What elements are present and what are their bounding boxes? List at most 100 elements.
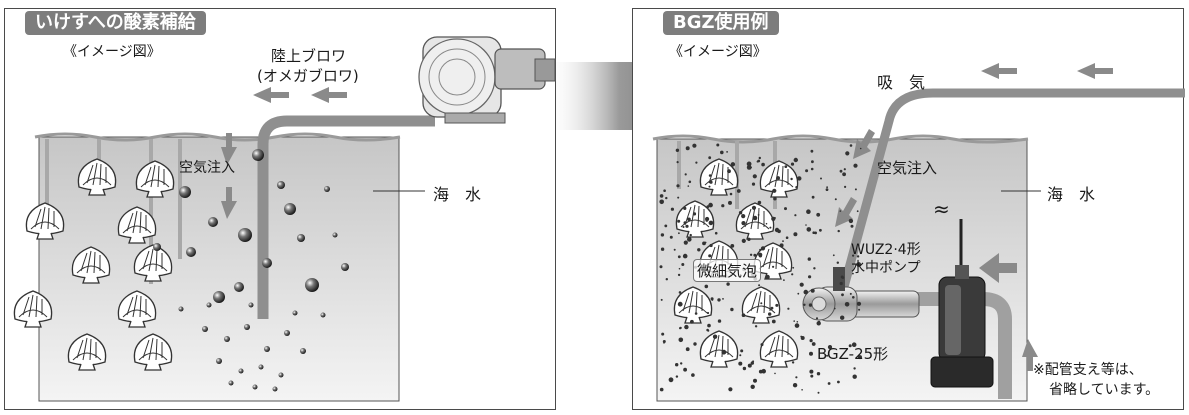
air-bubble-icon	[812, 231, 815, 234]
air-bubble-icon	[714, 231, 718, 235]
pump-icon	[930, 219, 994, 388]
pump-label-sub: 水中ポンプ	[851, 260, 921, 276]
air-bubble-icon	[675, 363, 679, 367]
air-bubble-icon	[708, 174, 712, 177]
air-bubble-icon	[685, 146, 690, 151]
air-bubble-icon	[659, 194, 664, 198]
air-bubble-icon	[697, 248, 701, 252]
bgz-label: BGZ-25形	[817, 345, 889, 363]
air-bubble-icon	[687, 185, 690, 187]
air-bubble-icon	[722, 298, 724, 300]
left-diagram	[13, 36, 556, 402]
air-bubble-icon	[677, 219, 681, 223]
air-bubble-icon	[834, 198, 837, 201]
air-bubble-icon	[682, 253, 688, 259]
air-bubble-icon	[816, 212, 821, 217]
air-bubble-icon	[681, 263, 685, 266]
sea-water-label: 海 水	[433, 185, 482, 204]
air-bubble-icon	[712, 334, 718, 339]
air-bubble-icon	[852, 374, 857, 379]
air-bubble-icon	[836, 261, 839, 264]
air-bubble-icon	[797, 176, 802, 181]
air-bubble-icon	[683, 221, 687, 225]
air-bubble-icon	[746, 161, 752, 167]
air-bubble-icon	[738, 361, 743, 366]
air-bubble-icon	[761, 368, 766, 374]
air-bubble-icon	[839, 210, 842, 212]
air-bubble-icon	[678, 232, 680, 235]
air-bubble-icon	[742, 366, 747, 371]
air-bubble-icon	[795, 376, 798, 379]
air-bubble-icon	[799, 282, 804, 287]
air-bubble-icon	[774, 227, 780, 233]
air-bubble-icon	[843, 168, 846, 171]
air-bubble-icon	[679, 326, 682, 330]
flow-arrow-icon	[253, 87, 289, 103]
air-bubble-icon	[721, 204, 725, 208]
air-bubble-icon	[810, 167, 814, 171]
air-bubble-icon	[839, 169, 843, 173]
air-bubble-icon	[810, 149, 814, 153]
note-line-1: ※配管支え等は、	[1033, 362, 1143, 378]
air-bubble-icon	[782, 240, 784, 243]
air-bubble-icon	[685, 224, 689, 228]
air-bubble-icon	[659, 387, 664, 392]
flow-arrow-icon	[1022, 339, 1038, 371]
air-bubble-icon	[685, 347, 690, 352]
air-bubble-icon	[810, 288, 815, 293]
air-bubble-icon	[677, 273, 681, 277]
air-injection-label: 空気注入	[877, 159, 938, 177]
air-bubble-icon	[752, 174, 757, 179]
air-bubble-icon	[709, 180, 713, 184]
air-bubble-icon	[815, 317, 819, 320]
air-bubble-icon	[750, 384, 755, 389]
panel-oxygen-supply: いけすへの酸素補給 《イメージ図》 陸上ブロワ (オメガブロワ) 空気注入 海 …	[4, 8, 556, 410]
air-bubble-icon	[841, 276, 845, 279]
air-injection-label: 空気注入	[179, 160, 235, 176]
air-bubble-icon	[687, 217, 691, 222]
air-bubble-icon	[837, 380, 840, 384]
air-bubble-icon	[806, 209, 811, 214]
air-bubble-icon	[665, 196, 668, 200]
air-bubble-icon	[783, 279, 785, 281]
air-bubble-icon	[704, 284, 709, 289]
air-bubble-icon	[853, 367, 856, 370]
air-bubble-icon	[716, 143, 720, 147]
air-bubble-icon	[661, 332, 665, 336]
air-bubble-icon	[741, 313, 746, 318]
air-bubble-icon	[704, 241, 707, 244]
air-bubble-icon	[758, 254, 763, 258]
air-bubble-icon	[806, 227, 812, 232]
air-bubble-icon	[837, 229, 840, 233]
air-bubble-icon	[663, 189, 666, 192]
air-bubble-icon	[683, 206, 687, 210]
air-bubble-icon	[684, 173, 687, 176]
air-bubble-icon	[771, 319, 776, 324]
air-bubble-icon	[800, 336, 805, 340]
air-bubble-icon	[773, 197, 777, 201]
note-line-2: 省略しています。	[1049, 382, 1160, 398]
air-bubble-icon	[695, 161, 698, 164]
air-bubble-icon	[852, 296, 855, 299]
air-bubble-icon	[856, 255, 860, 258]
air-bubble-icon	[856, 301, 862, 306]
air-bubble-icon	[809, 351, 813, 356]
pump-label: WUZ2·4形	[851, 242, 921, 258]
air-bubble-icon	[825, 188, 829, 192]
image-caption: 《イメージ図》	[63, 44, 161, 60]
air-bubble-icon	[840, 315, 845, 320]
air-bubble-icon	[803, 289, 809, 295]
air-bubble-icon	[853, 163, 858, 168]
air-bubble-icon	[683, 240, 688, 245]
flow-arrow-icon	[979, 253, 1017, 283]
air-bubble-icon	[728, 387, 733, 392]
air-bubble-icon	[730, 244, 735, 248]
air-bubble-icon	[659, 265, 663, 269]
air-bubble-icon	[677, 301, 683, 307]
bgz-nozzle	[802, 267, 920, 322]
air-bubble-icon	[790, 162, 795, 166]
air-bubble-icon	[758, 284, 761, 287]
air-bubble-icon	[794, 323, 800, 328]
air-bubble-icon	[817, 391, 820, 394]
air-bubble-icon	[807, 257, 811, 261]
